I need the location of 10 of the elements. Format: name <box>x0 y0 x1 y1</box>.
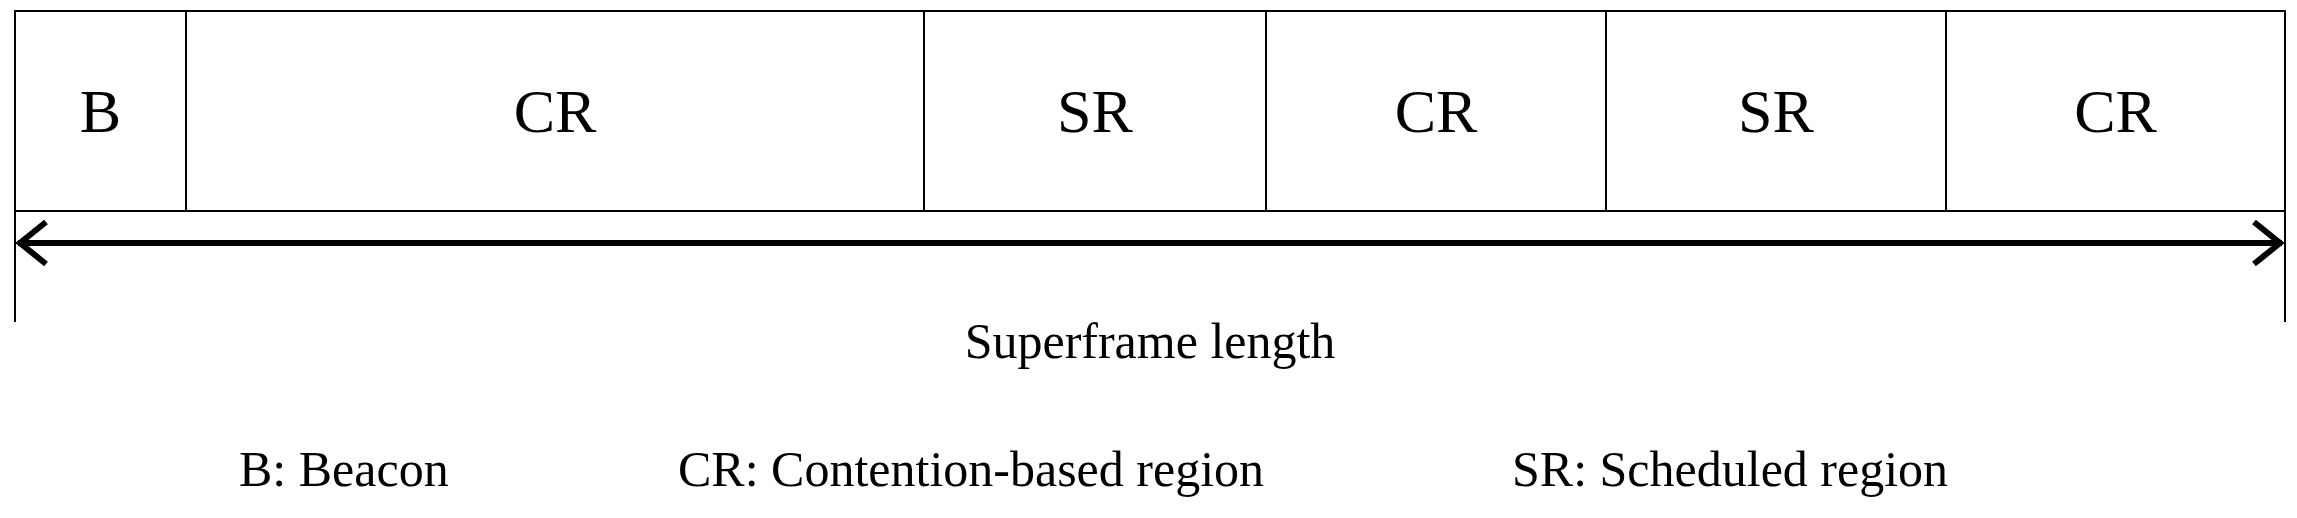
legend-text: B: Beacon <box>239 440 449 498</box>
superframe-slot: CR <box>1265 10 1607 212</box>
superframe-slot: B <box>14 10 187 212</box>
dimension-label: Superframe length <box>964 312 1336 370</box>
superframe-slot: CR <box>185 10 925 212</box>
superframe-slot: SR <box>1605 10 1947 212</box>
legend-text: SR: Scheduled region <box>1512 440 1949 498</box>
legend-text: CR: Contention-based region <box>678 440 1265 498</box>
superframe-slot: SR <box>923 10 1267 212</box>
superframe-slot: CR <box>1945 10 2286 212</box>
